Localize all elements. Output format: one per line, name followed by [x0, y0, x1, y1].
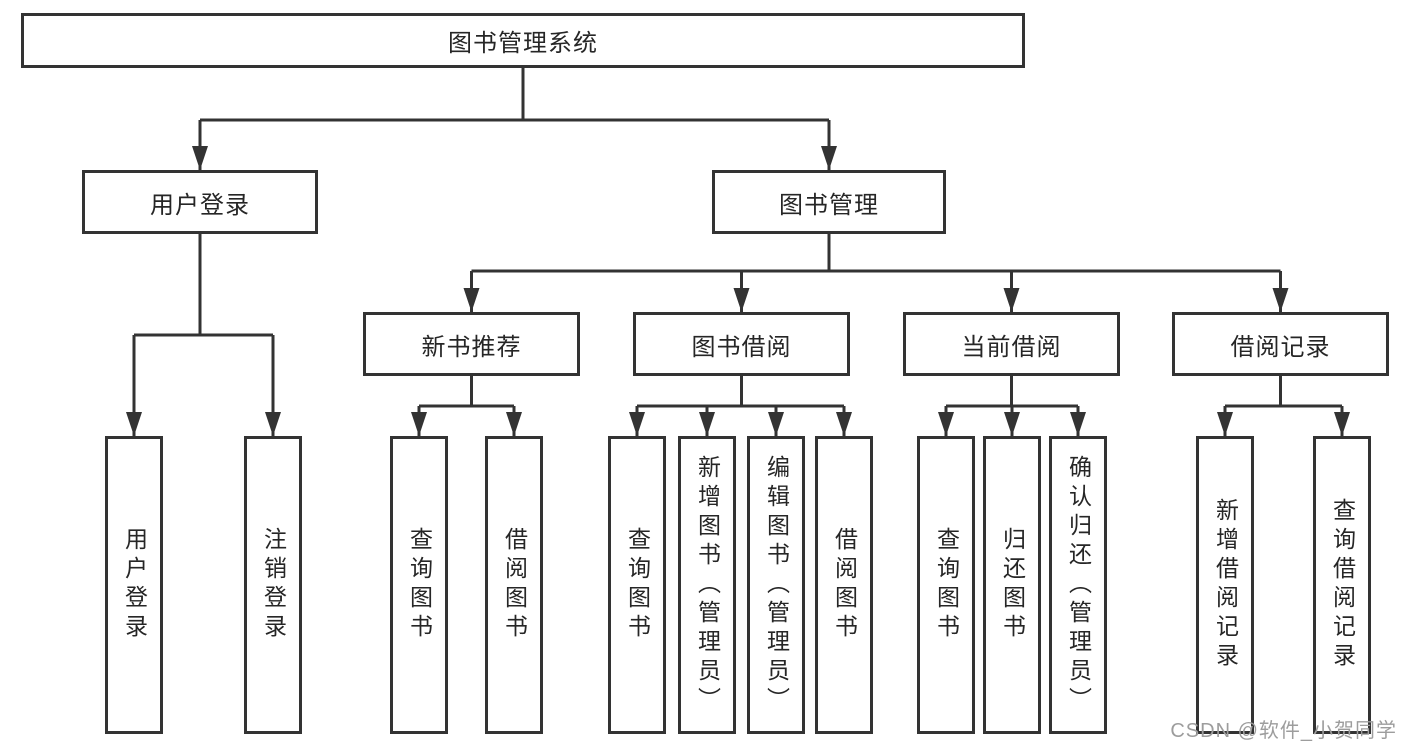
- leaf-user-login: 用户登录: [105, 436, 163, 734]
- node-label: 查询图书: [406, 527, 433, 643]
- node-current-borrowing: 当前借阅: [903, 312, 1120, 376]
- node-label: 归还图书: [999, 527, 1026, 643]
- leaf-cb-confirm-return-admin: 确认归还（管理员）: [1049, 436, 1107, 734]
- node-label: 图书管理: [779, 191, 879, 219]
- node-label: 查询借阅记录: [1329, 498, 1356, 672]
- node-label: 用户登录: [121, 527, 148, 643]
- node-borrowing-records: 借阅记录: [1172, 312, 1389, 376]
- leaf-br-add-record: 新增借阅记录: [1196, 436, 1254, 734]
- leaf-bb-add-books-admin: 新增图书（管理员）: [678, 436, 736, 734]
- node-label: 新书推荐: [421, 333, 522, 361]
- watermark: CSDN @软件_小贺同学: [1170, 720, 1397, 742]
- node-label: 当前借阅: [961, 333, 1062, 361]
- leaf-cb-query-books: 查询图书: [917, 436, 975, 734]
- node-book-borrowing: 图书借阅: [633, 312, 850, 376]
- node-label: 新增图书（管理员）: [694, 454, 721, 716]
- node-label: 图书管理系统: [448, 30, 598, 57]
- node-label: 查询图书: [933, 527, 960, 643]
- leaf-logout: 注销登录: [244, 436, 302, 734]
- node-label: 新增借阅记录: [1212, 498, 1239, 672]
- node-library-management-system: 图书管理系统: [21, 13, 1025, 68]
- leaf-bb-edit-books-admin: 编辑图书（管理员）: [747, 436, 805, 734]
- node-book-management: 图书管理: [712, 170, 946, 234]
- leaf-nb-borrow-books: 借阅图书: [485, 436, 543, 734]
- node-label: 确认归还（管理员）: [1065, 454, 1092, 716]
- leaf-bb-borrow-books: 借阅图书: [815, 436, 873, 734]
- node-user-login: 用户登录: [82, 170, 318, 234]
- leaf-br-query-record: 查询借阅记录: [1313, 436, 1371, 734]
- leaf-bb-query-books: 查询图书: [608, 436, 666, 734]
- node-label: 编辑图书（管理员）: [763, 454, 790, 716]
- node-label: 借阅记录: [1230, 333, 1331, 361]
- node-new-book-recommend: 新书推荐: [363, 312, 580, 376]
- node-label: 图书借阅: [691, 333, 792, 361]
- node-label: 借阅图书: [831, 527, 858, 643]
- leaf-nb-query-books: 查询图书: [390, 436, 448, 734]
- node-label: 借阅图书: [501, 527, 528, 643]
- node-label: 查询图书: [624, 527, 651, 643]
- node-label: 注销登录: [260, 527, 287, 643]
- node-label: 用户登录: [150, 191, 250, 219]
- leaf-cb-return-books: 归还图书: [983, 436, 1041, 734]
